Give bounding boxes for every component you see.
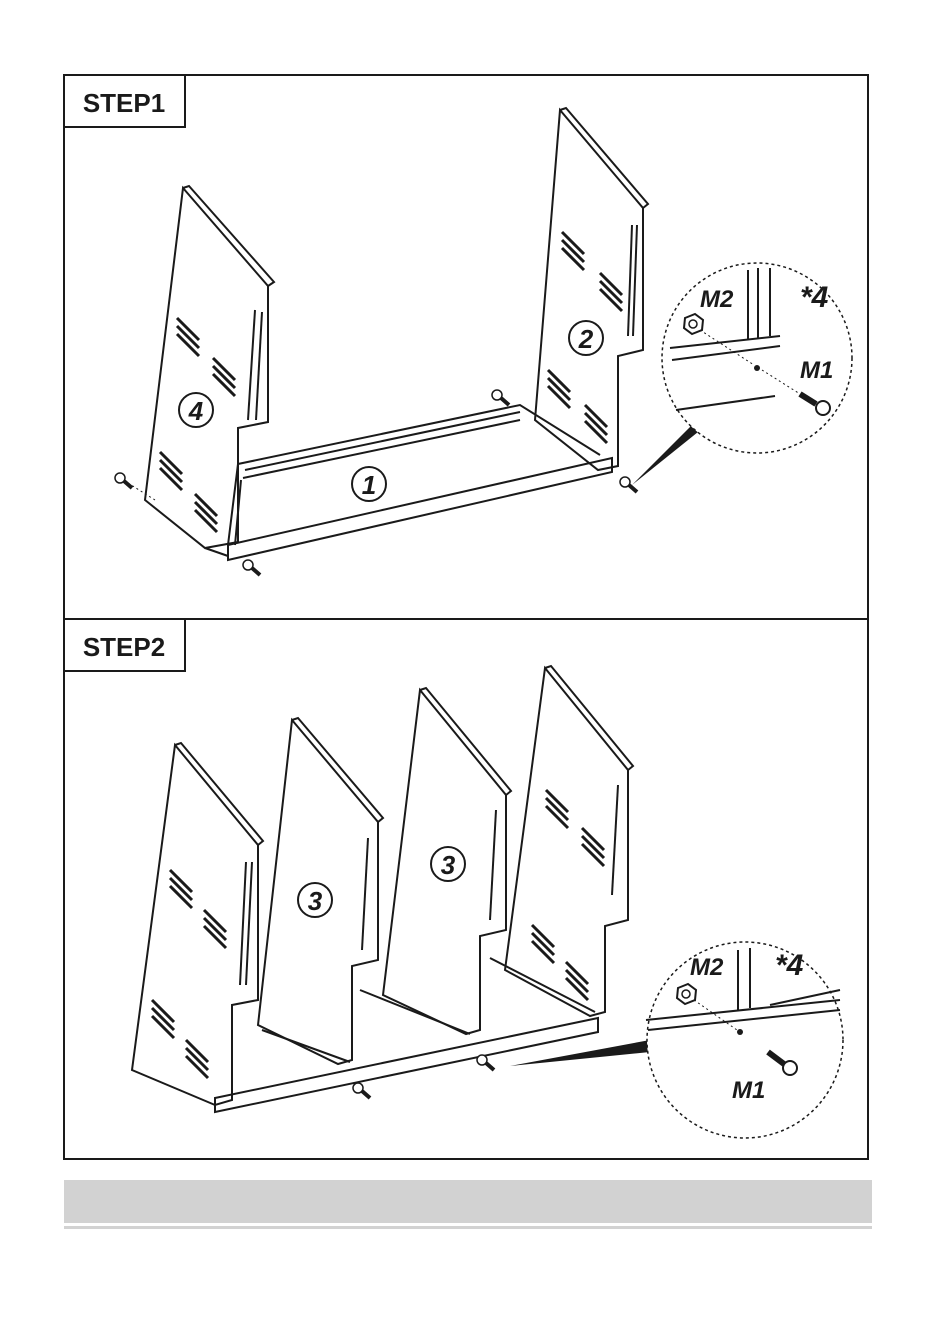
part-number-3-b: 3 [431, 847, 465, 881]
step2-label: STEP2 [83, 632, 165, 662]
svg-text:2: 2 [578, 324, 594, 354]
part-number-4: 4 [179, 393, 213, 427]
step2-screw-label: M1 [732, 1077, 765, 1104]
svg-text:3: 3 [441, 850, 456, 880]
footer-rule [64, 1226, 872, 1229]
step2-quantity: *4 [775, 949, 804, 982]
step2-nut-label: M2 [690, 954, 724, 981]
step1-quantity: *4 [800, 281, 829, 314]
step1-panel: STEP1 4 2 [64, 75, 868, 619]
step2-panel: STEP2 3 3 [64, 619, 868, 1159]
part-number-2: 2 [569, 321, 603, 355]
part-number-3-a: 3 [298, 883, 332, 917]
footer-bar [64, 1180, 872, 1223]
svg-text:4: 4 [188, 396, 204, 426]
step1-screw-label: M1 [800, 357, 833, 384]
part-number-1: 1 [352, 467, 386, 501]
svg-text:3: 3 [308, 886, 323, 916]
step1-label: STEP1 [83, 88, 165, 118]
svg-text:1: 1 [362, 470, 376, 500]
step1-nut-label: M2 [700, 286, 734, 313]
